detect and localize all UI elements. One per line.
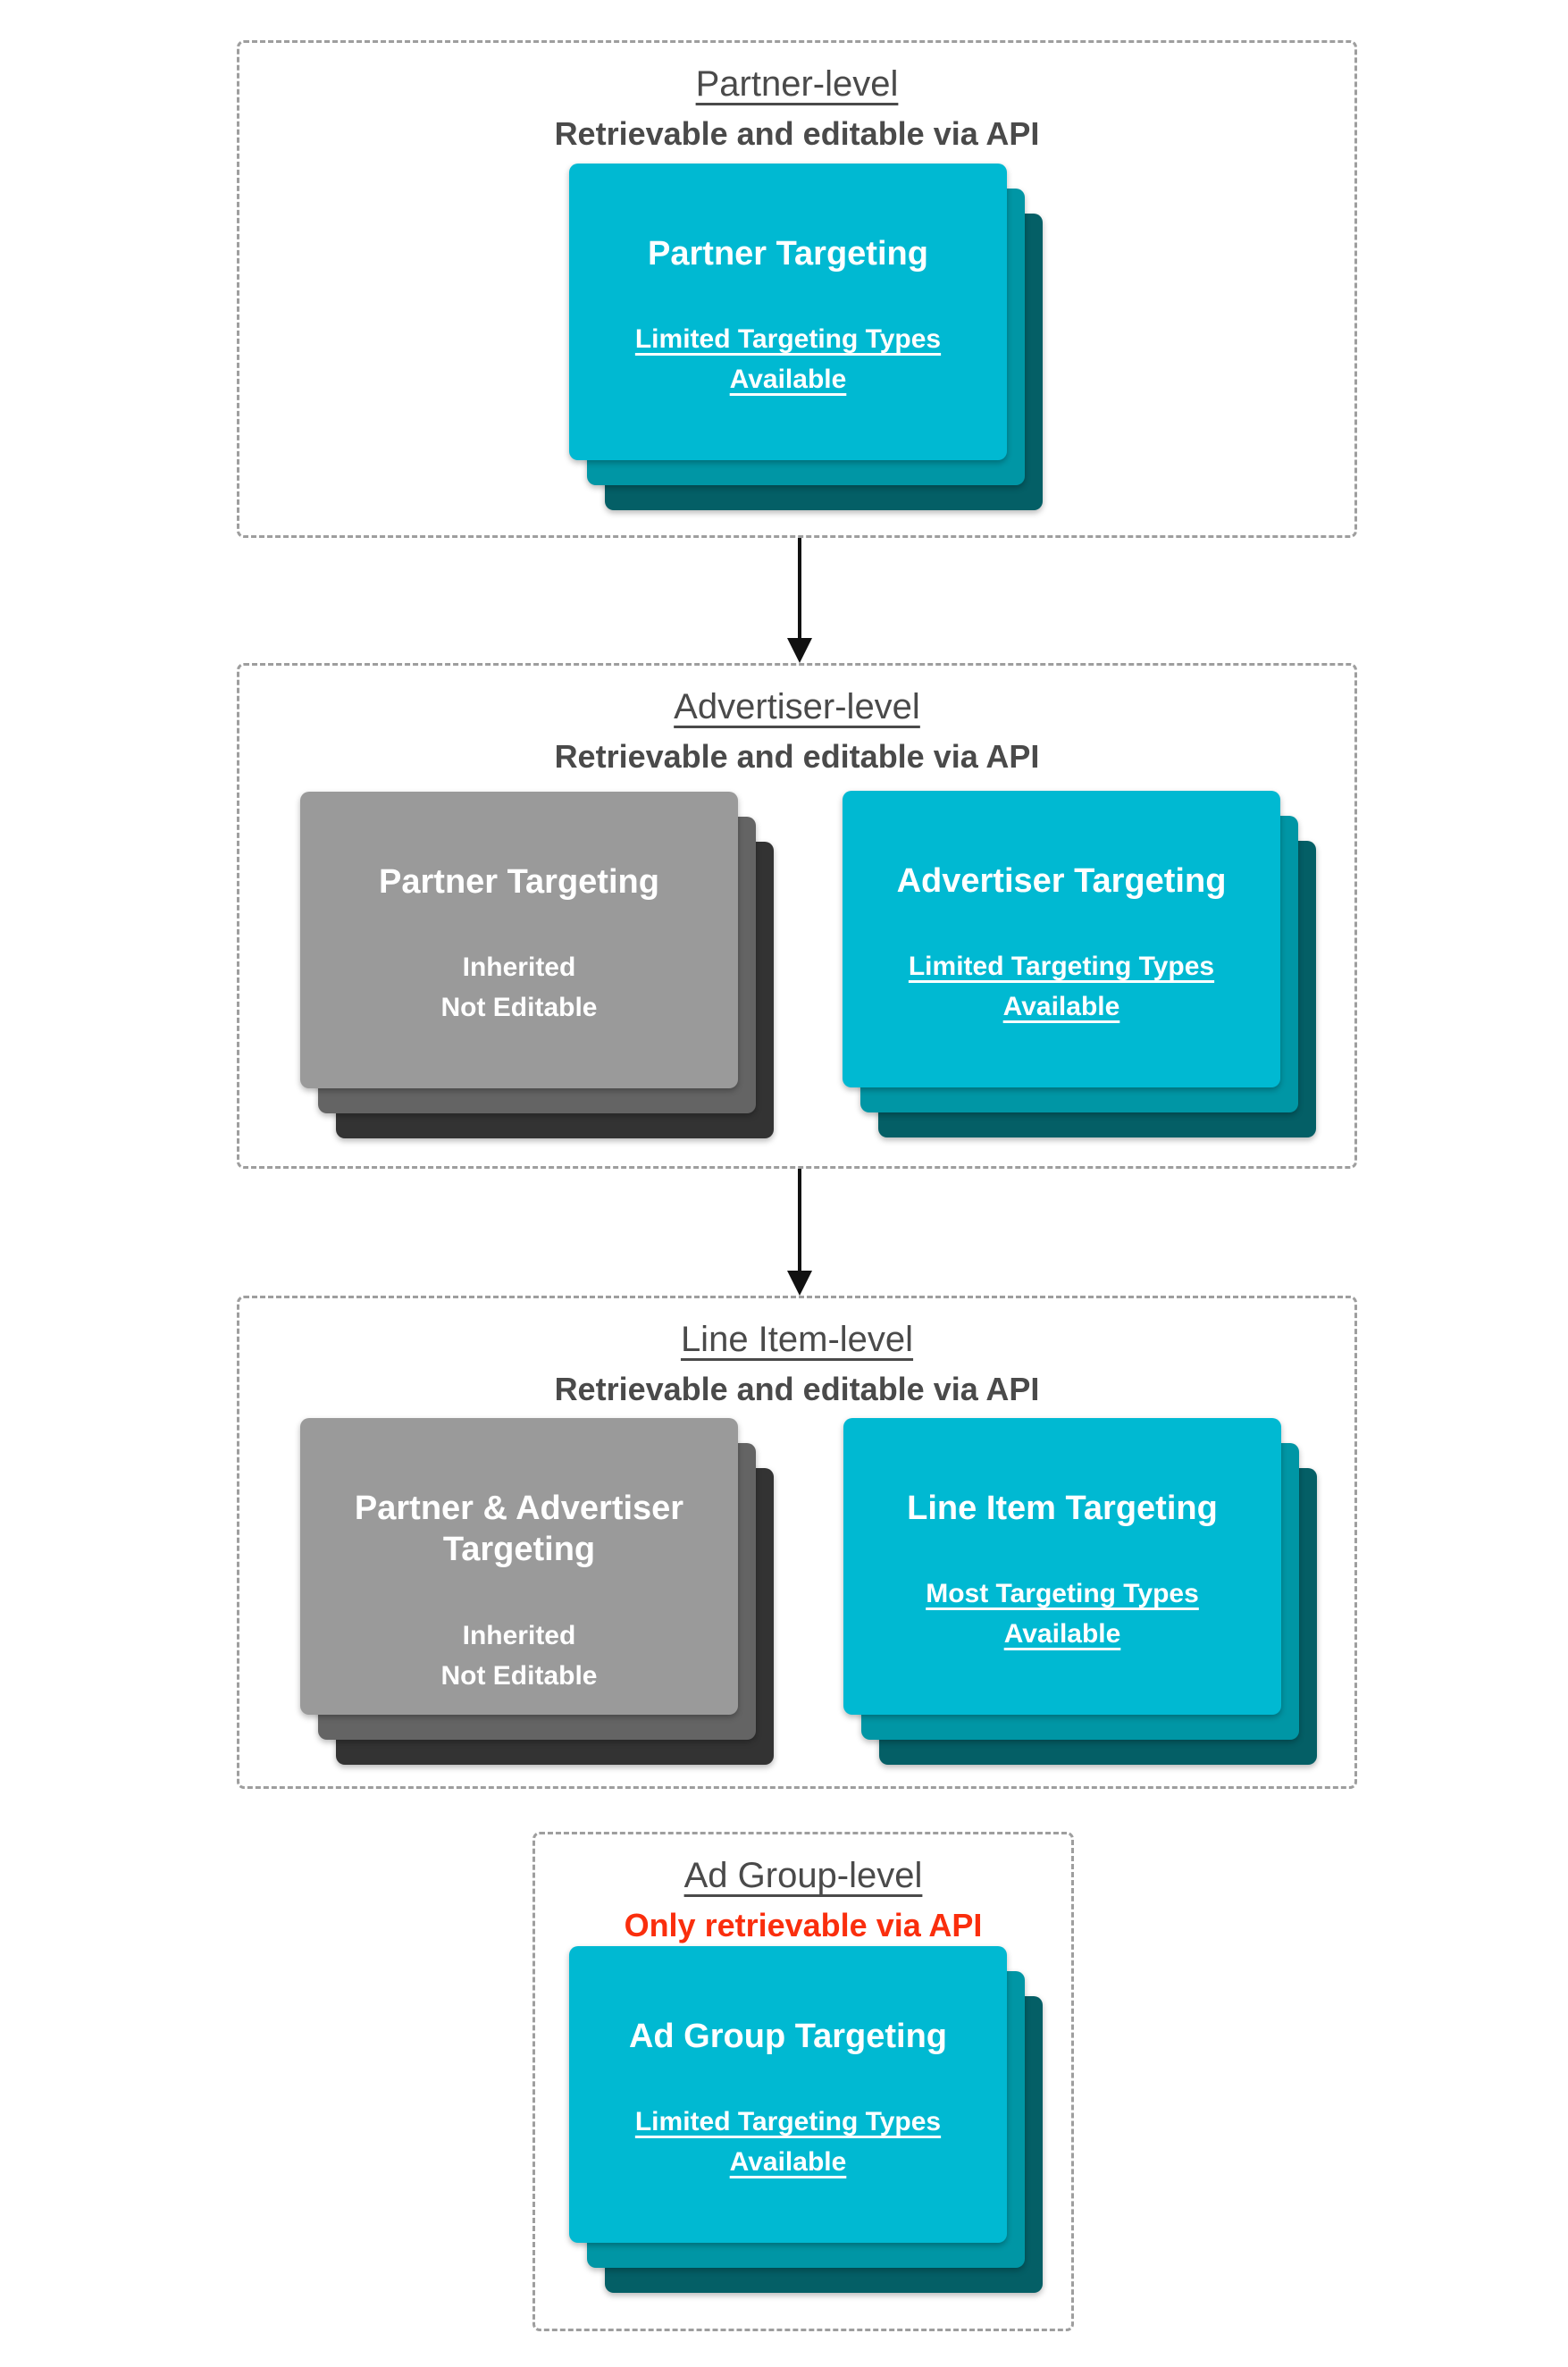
card-body: Inherited Not Editable [440, 947, 597, 1028]
line-item-targeting-card: Line Item Targeting Most Targeting Types… [843, 1418, 1281, 1715]
section-header: Advertiser-level Retrievable and editabl… [239, 666, 1354, 776]
card-title: Advertiser Targeting [896, 862, 1227, 900]
card-body-line: Available [1002, 992, 1120, 1022]
card-body-line: Available [729, 2147, 847, 2178]
card-title: Partner Targeting [648, 235, 928, 273]
arrow-head-icon [787, 638, 812, 663]
card-title: Ad Group Targeting [628, 2018, 948, 2055]
card-body-line: Available [729, 365, 847, 395]
section-advertiser-level: Advertiser-level Retrievable and editabl… [237, 663, 1357, 1169]
ad-group-targeting-card-stack: Ad Group Targeting Limited Targeting Typ… [569, 1946, 1043, 2293]
card-body-line: Limited Targeting Types [634, 2107, 942, 2137]
arrow-head-icon [787, 1271, 812, 1296]
card-body: Inherited Not Editable [440, 1616, 597, 1696]
section-subtitle: Only retrievable via API [624, 1907, 983, 1943]
advertiser-targeting-card: Advertiser Targeting Limited Targeting T… [843, 791, 1280, 1087]
section-header: Partner-level Retrievable and editable v… [239, 43, 1354, 153]
card-body: Limited Targeting Types Available [909, 946, 1214, 1027]
card-body-line: Inherited [462, 953, 576, 983]
arrow-shaft [798, 1169, 801, 1271]
section-subtitle: Retrievable and editable via API [554, 738, 1040, 775]
arrow-shaft [798, 538, 801, 638]
section-partner-level: Partner-level Retrievable and editable v… [237, 40, 1357, 538]
inherited-partner-targeting-card-stack: Partner Targeting Inherited Not Editable [300, 792, 774, 1138]
section-header: Ad Group-level Only retrievable via API [535, 1834, 1071, 1944]
card-body: Most Targeting Types Available [926, 1574, 1199, 1654]
card-title: Partner Targeting [379, 863, 659, 901]
card-body-line: Not Editable [440, 1660, 598, 1691]
section-title: Ad Group-level [683, 1856, 923, 1895]
partner-targeting-card-stack: Partner Targeting Limited Targeting Type… [569, 164, 1043, 510]
partner-targeting-card: Partner Targeting Limited Targeting Type… [569, 164, 1007, 460]
card-body-line: Limited Targeting Types [908, 952, 1215, 982]
card-title: Partner & Advertiser Targeting [354, 1490, 684, 1569]
card-body-line: Inherited [462, 1620, 576, 1650]
section-subtitle: Retrievable and editable via API [554, 1371, 1040, 1407]
down-arrow-2 [784, 1169, 816, 1296]
line-item-targeting-card-stack: Line Item Targeting Most Targeting Types… [843, 1418, 1317, 1765]
section-title: Partner-level [695, 64, 899, 104]
card-body-line: Not Editable [440, 993, 598, 1023]
card-body: Limited Targeting Types Available [635, 319, 941, 399]
section-header: Line Item-level Retrievable and editable… [239, 1298, 1354, 1408]
inherited-partner-advertiser-card-stack: Partner & Advertiser Targeting Inherited… [300, 1418, 774, 1765]
card-body-line: Available [1003, 1619, 1121, 1649]
section-title: Advertiser-level [674, 687, 920, 726]
section-title: Line Item-level [680, 1320, 914, 1359]
ad-group-targeting-card: Ad Group Targeting Limited Targeting Typ… [569, 1946, 1007, 2243]
down-arrow-1 [784, 538, 816, 663]
section-subtitle: Retrievable and editable via API [554, 115, 1040, 152]
inherited-partner-targeting-card: Partner Targeting Inherited Not Editable [300, 792, 738, 1088]
section-ad-group-level: Ad Group-level Only retrievable via API … [532, 1832, 1074, 2331]
card-title: Line Item Targeting [907, 1490, 1218, 1527]
card-body: Limited Targeting Types Available [635, 2102, 941, 2182]
card-body-line: Most Targeting Types [926, 1579, 1199, 1609]
card-body-line: Limited Targeting Types [634, 324, 942, 355]
inherited-partner-advertiser-card: Partner & Advertiser Targeting Inherited… [300, 1418, 738, 1715]
advertiser-targeting-card-stack: Advertiser Targeting Limited Targeting T… [843, 791, 1316, 1137]
section-line-item-level: Line Item-level Retrievable and editable… [237, 1296, 1357, 1789]
